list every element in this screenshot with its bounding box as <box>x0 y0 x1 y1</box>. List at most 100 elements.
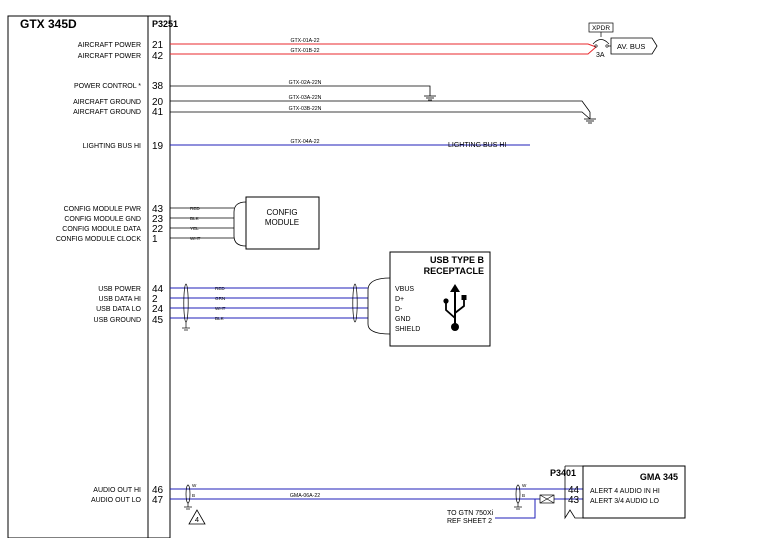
pin-number: 2 <box>152 294 158 305</box>
usb-pin-label: SHIELD <box>395 326 420 333</box>
wire-color-code: B <box>522 493 525 498</box>
wire-id: GTX-04A-22 <box>290 139 319 145</box>
signal-label: USB DATA HI <box>98 296 141 303</box>
shield-oval <box>183 283 189 323</box>
signal-label: LIGHTING BUS HI <box>83 143 141 150</box>
gtx-connector-label: P3251 <box>152 19 178 29</box>
pin-number: 41 <box>152 107 164 118</box>
av-bus-flag <box>610 37 658 55</box>
lighting-bus-label: LIGHTING BUS HI <box>448 142 506 149</box>
wire-id: GTX-03B-22N <box>289 106 322 112</box>
signal-label: AIRCRAFT POWER <box>78 53 141 60</box>
wire-color-code: WHT <box>190 236 201 241</box>
signal-label: CONFIG MODULE DATA <box>62 226 141 233</box>
wire-ground-20 <box>170 100 591 113</box>
signal-label: CONFIG MODULE CLOCK <box>56 236 142 243</box>
signal-label: AUDIO OUT LO <box>91 497 142 504</box>
wire-id: GTX-01B-22 <box>290 48 319 54</box>
ground-symbol-icon <box>424 95 436 101</box>
ground-wires <box>170 85 591 120</box>
signal-label: USB GROUND <box>94 317 141 324</box>
gtn-ref-label: REF SHEET 2 <box>447 518 492 525</box>
pin-number: 43 <box>152 204 164 215</box>
wire-color-code: GRN <box>215 296 225 301</box>
av-bus-label: AV. BUS <box>617 42 645 51</box>
signal-label: POWER CONTROL * <box>74 83 141 90</box>
wire-ground-41 <box>170 111 591 120</box>
breaker-arc-icon <box>592 39 610 45</box>
pin-number: 1 <box>152 234 158 245</box>
gma-pin-label: ALERT 3/4 AUDIO LO <box>590 498 660 505</box>
wire-id: GTX-03A-22N <box>289 95 322 101</box>
power-wires <box>170 43 597 55</box>
signal-label: AIRCRAFT POWER <box>78 42 141 49</box>
wire-id: GTX-01A-22 <box>290 38 319 44</box>
pin-number: 44 <box>152 284 164 295</box>
wire-power-42 <box>170 46 597 55</box>
usb-wires <box>170 287 368 319</box>
gma-pin-label: ALERT 4 AUDIO IN HI <box>590 488 660 495</box>
wire-power-control <box>170 85 431 96</box>
pin-number: 45 <box>152 315 164 326</box>
wire-color-code: B <box>192 493 195 498</box>
wire-color-code: YEL <box>190 226 199 231</box>
shield-ground-icon <box>514 503 522 510</box>
signal-label: CONFIG MODULE PWR <box>64 206 141 213</box>
wire-power-21 <box>170 43 597 48</box>
shield-ground-icon <box>184 503 192 510</box>
gma-unit-box <box>582 465 686 519</box>
config-module-label: MODULE <box>265 218 299 227</box>
wire-color-code: RED <box>215 286 225 291</box>
config-module-box <box>245 196 320 250</box>
wire-id: GTX-02A-22N <box>289 80 322 86</box>
breaker-label: XPDR <box>592 25 610 32</box>
usb-title: RECEPTACLE <box>424 266 484 276</box>
usb-pin-label: D+ <box>395 296 404 303</box>
gtx-unit-box <box>7 15 171 538</box>
gma-unit-title: GMA 345 <box>640 472 678 482</box>
usb-title: USB TYPE B <box>430 255 485 265</box>
shield-oval <box>185 484 191 504</box>
pin-number: 21 <box>152 40 164 51</box>
signal-label: AIRCRAFT GROUND <box>73 99 141 106</box>
pin-number: 43 <box>568 495 580 506</box>
ground-symbol-icon <box>584 112 596 124</box>
wire-color-code: BLK <box>215 316 225 321</box>
usb-receptacle-box <box>389 251 491 347</box>
pin-number: 46 <box>152 485 164 496</box>
wire-color-code: W <box>192 483 197 488</box>
gma-connector-label: P3401 <box>550 468 576 478</box>
pin-number: 24 <box>152 304 164 315</box>
note-triangle-icon <box>188 509 206 525</box>
usb-symbol-icon <box>443 284 467 331</box>
wire-color-code: BLK <box>190 216 200 221</box>
signal-label: AIRCRAFT GROUND <box>73 109 141 116</box>
pin-number: 19 <box>152 141 164 152</box>
usb-pin-label: GND <box>395 316 411 323</box>
shield-oval <box>515 484 521 504</box>
gtx-unit-title: GTX 345D <box>20 17 77 31</box>
config-module-label: CONFIG <box>266 208 297 217</box>
config-connector-bracket <box>233 201 247 247</box>
wire-color-code: WHT <box>215 306 226 311</box>
signal-label: CONFIG MODULE GND <box>64 216 141 223</box>
wire-color-code: W <box>522 483 527 488</box>
audio-wires <box>170 488 583 519</box>
signal-label: USB POWER <box>98 286 141 293</box>
signal-label: AUDIO OUT HI <box>93 487 141 494</box>
pin-number: 23 <box>152 214 164 225</box>
wire-id: GMA-06A-22 <box>290 493 320 499</box>
pin-number: 47 <box>152 495 164 506</box>
shield-ground-icon <box>182 322 190 331</box>
gma-connector-shell <box>564 466 583 520</box>
circuit-breaker: XPDR 3A AV. BUS <box>588 22 658 59</box>
pin-number: 22 <box>152 224 164 235</box>
config-module-wires <box>170 207 234 239</box>
usb-connector-bracket <box>367 277 391 335</box>
wire-to-gtn <box>495 499 536 519</box>
usb-pin-label: D- <box>395 306 403 313</box>
note-ref-number: 4 <box>195 515 199 524</box>
shield-oval <box>352 283 358 323</box>
usb-pin-label: VBUS <box>395 286 414 293</box>
